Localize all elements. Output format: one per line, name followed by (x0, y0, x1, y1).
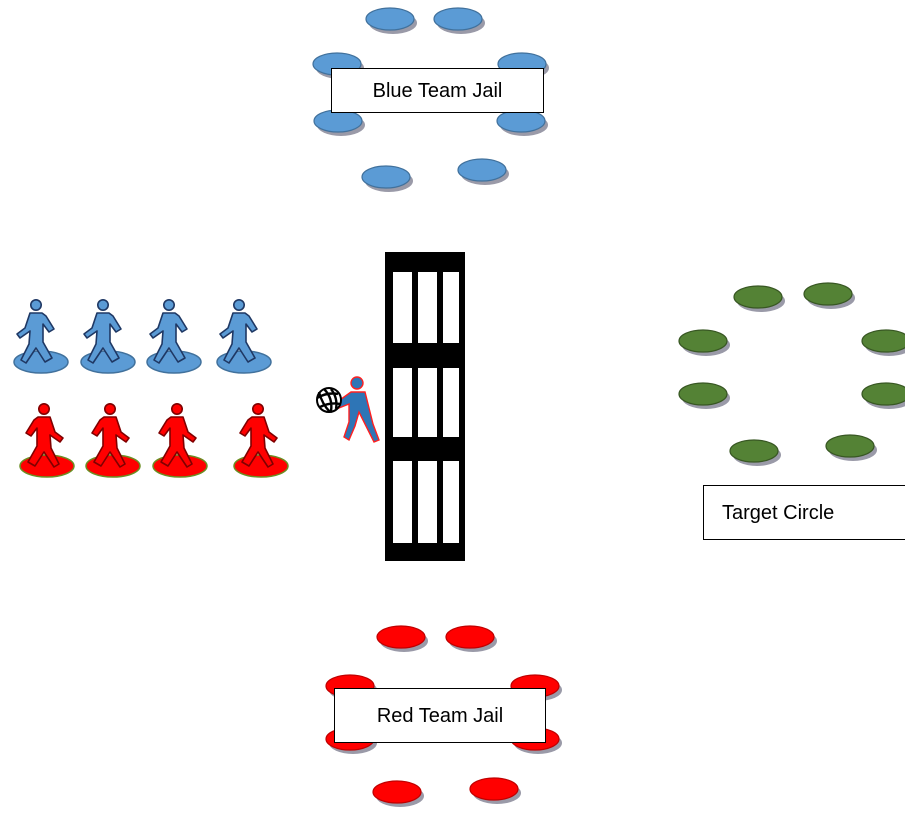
target-circle-text: Target Circle (722, 501, 835, 524)
target-spot (733, 285, 785, 312)
walking-person-icon (19, 402, 75, 478)
red-team-players (19, 402, 289, 478)
wall-slat (393, 368, 412, 437)
walking-person-icon (233, 402, 289, 478)
target-spot (861, 329, 905, 356)
target-spot (729, 439, 781, 466)
blue-jail-spot (361, 165, 413, 192)
target-spot (825, 434, 877, 461)
red-jail-spot (469, 777, 521, 804)
target-spot (803, 282, 855, 309)
wall-slat (393, 461, 412, 543)
blue-team-jail-label: Blue Team Jail (331, 68, 544, 113)
walking-person-icon (152, 402, 208, 478)
blue-jail-spot (496, 109, 548, 136)
blue-jail-spot (457, 158, 509, 185)
target-circle-label: Target Circle (703, 485, 905, 540)
red-jail-spot (376, 625, 428, 652)
target-spot (861, 382, 905, 409)
wall-slat (418, 368, 437, 437)
walking-person-icon (13, 298, 69, 374)
walking-person-icon (85, 402, 141, 478)
target-circle-spots (678, 282, 905, 466)
wall-slat (393, 272, 412, 343)
blue-jail-spot (313, 109, 365, 136)
walking-person-icon (80, 298, 136, 374)
wall-slat (443, 461, 459, 543)
red-jail-spot (372, 780, 424, 807)
red-team-jail-text: Red Team Jail (376, 704, 504, 727)
target-spot (678, 382, 730, 409)
wall-slat (418, 461, 437, 543)
wall-slat (418, 272, 437, 343)
blue-jail-spot (433, 7, 485, 34)
blue-jail-spot (365, 7, 417, 34)
wall-slat (443, 368, 459, 437)
blue-team-players (13, 298, 272, 374)
red-team-jail-label: Red Team Jail (334, 688, 546, 743)
wall-slat (443, 272, 459, 343)
red-jail-spot (445, 625, 497, 652)
volleyball-icon (316, 387, 342, 413)
target-spot (678, 329, 730, 356)
blue-team-jail-text: Blue Team Jail (372, 79, 503, 102)
walking-person-icon (146, 298, 202, 374)
barrier-wall-icon (385, 252, 465, 561)
person-throwing-ball-icon (336, 376, 380, 443)
walking-person-icon (216, 298, 272, 374)
